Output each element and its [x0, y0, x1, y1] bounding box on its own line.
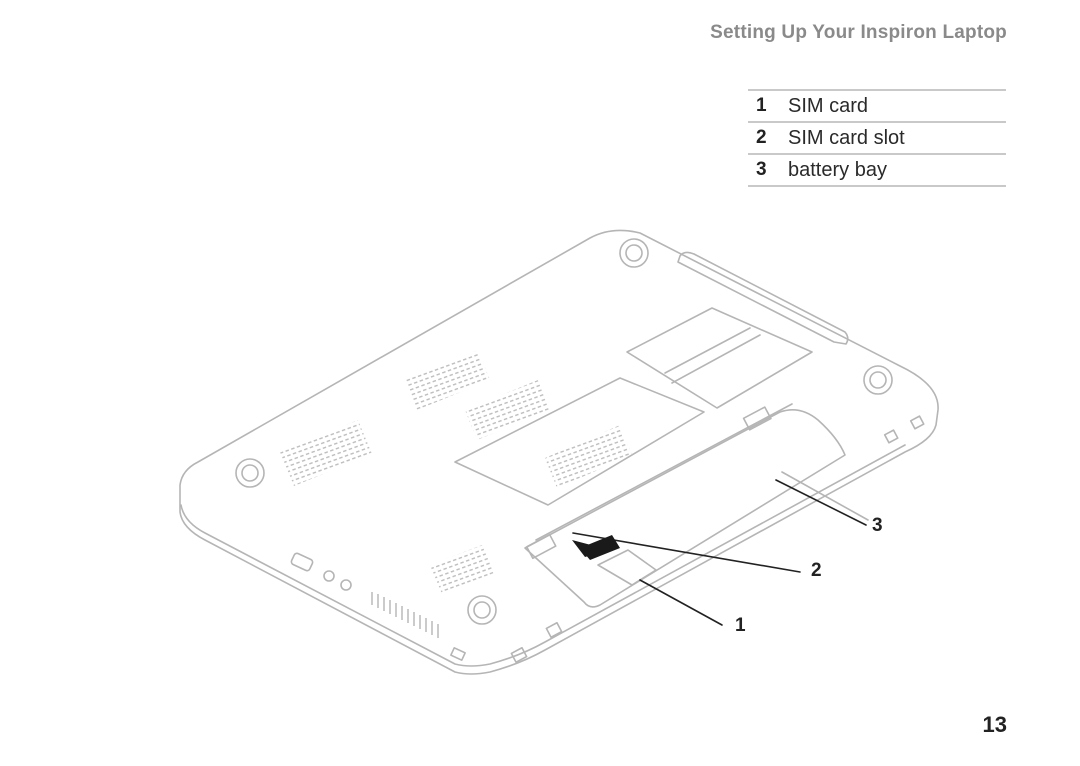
battery-latch	[742, 406, 772, 431]
legend-row-battery-bay: 3 battery bay	[748, 155, 1006, 187]
legend-row-sim-card-slot: 2 SIM card slot	[748, 123, 1006, 155]
page-number: 13	[982, 712, 1007, 737]
battery-bay	[524, 409, 846, 608]
vent-grille	[280, 420, 372, 486]
rubber-foot	[235, 458, 265, 488]
leader-line-1	[639, 579, 723, 626]
legend-row-sim-card: 1 SIM card	[748, 91, 1006, 123]
rubber-foot	[619, 238, 649, 268]
rubber-foot	[467, 595, 497, 625]
legend-label: battery bay	[788, 158, 887, 181]
usb-port	[290, 552, 314, 572]
legend-label: SIM card	[788, 94, 869, 117]
vent-grille	[545, 425, 632, 488]
vent-grille	[405, 350, 490, 410]
battery-latch	[525, 533, 557, 560]
legend-number: 2	[756, 127, 767, 148]
legend-number: 3	[756, 159, 767, 180]
vent-grille	[430, 545, 494, 594]
callout-number-2: 2	[811, 560, 822, 581]
laptop-body-outline	[179, 229, 939, 675]
hinge-strip	[677, 251, 849, 345]
callout-legend: 1 SIM card 2 SIM card slot 3 battery bay	[748, 89, 1006, 187]
legend-number: 1	[756, 95, 767, 116]
rubber-foot	[863, 365, 893, 395]
insert-arrow-icon	[572, 535, 620, 560]
page-section-title: Setting Up Your Inspiron Laptop	[710, 22, 1007, 43]
legend-label: SIM card slot	[788, 126, 905, 149]
upper-access-panel	[626, 307, 813, 409]
callout-number-1: 1	[735, 615, 746, 636]
leader-line-3	[775, 479, 867, 526]
audio-port	[340, 579, 352, 591]
callout-number-3: 3	[872, 515, 883, 536]
audio-port	[323, 570, 335, 582]
vent-grille	[465, 380, 550, 440]
sim-card	[597, 549, 657, 586]
lower-access-panel	[454, 377, 705, 506]
